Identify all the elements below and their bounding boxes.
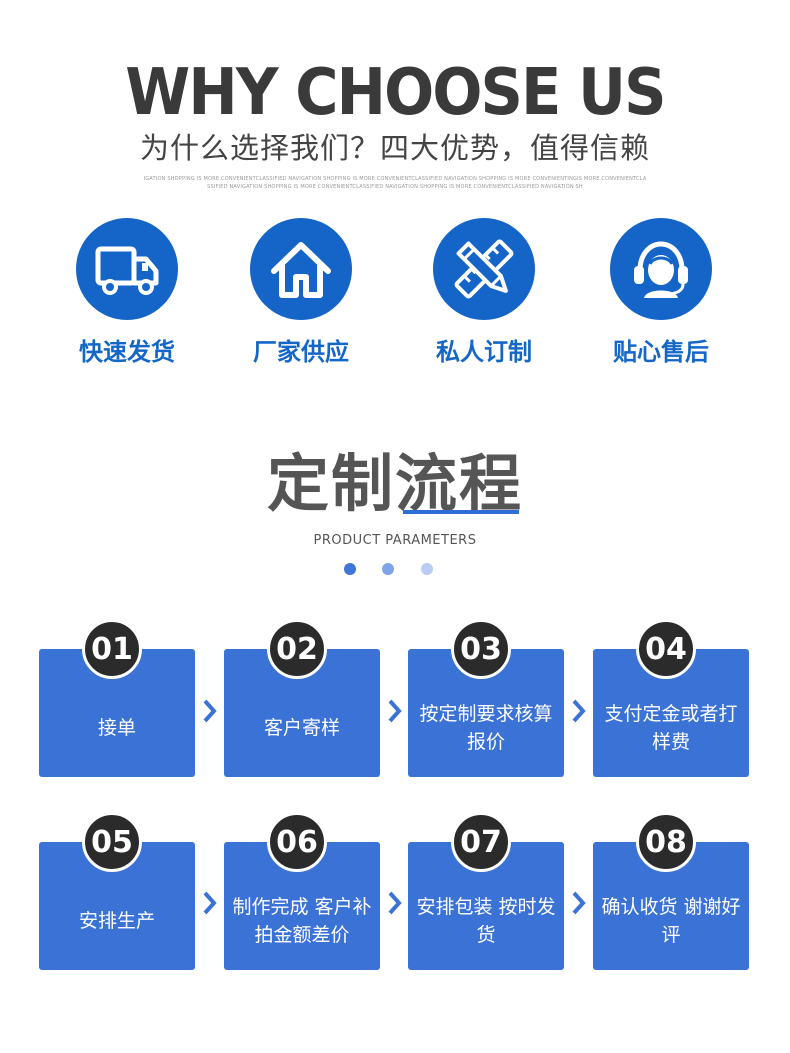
- advantage-custom-order: 私人订制: [424, 218, 544, 368]
- pencil-ruler-icon: [433, 218, 535, 320]
- step-text: 接单: [97, 717, 136, 739]
- chevron-right-icon: [388, 891, 402, 915]
- step-text: 确认收货 谢谢好评: [601, 896, 741, 946]
- step-number: 01: [82, 619, 142, 679]
- step-text: 客户寄样: [263, 717, 340, 739]
- step-text: 按定制要求核算报价: [419, 703, 553, 753]
- step-text: 安排生产: [78, 910, 155, 932]
- step-text: 制作完成 客户补拍金额差价: [232, 896, 372, 946]
- why-choose-us-subtitle: 为什么选择我们？四大优势，值得信赖: [139, 131, 650, 165]
- step-number: 06: [267, 812, 327, 872]
- chevron-right-icon: [203, 699, 217, 723]
- truck-icon: [76, 218, 178, 320]
- step-number: 05: [82, 812, 142, 872]
- step-text: 支付定金或者打样费: [604, 703, 738, 753]
- process-title: 定制流程: [266, 447, 523, 520]
- chevron-right-icon: [572, 891, 586, 915]
- advantage-factory-supply: 厂家供应: [241, 218, 361, 368]
- advantage-label: 快速发货: [79, 338, 175, 366]
- chevron-right-icon: [388, 699, 402, 723]
- indicator-dot-3: [421, 563, 433, 575]
- step-text: 安排包装 按时发货: [416, 896, 556, 946]
- process-step-3: 按定制要求核算报价: [408, 649, 564, 777]
- step-number: 04: [636, 619, 696, 679]
- step-number: 07: [451, 812, 511, 872]
- advantage-fast-delivery: 快速发货: [67, 218, 187, 368]
- indicator-dot-2: [382, 563, 394, 575]
- step-number: 08: [636, 812, 696, 872]
- process-step-6: 制作完成 客户补拍金额差价: [224, 842, 380, 970]
- chevron-right-icon: [203, 891, 217, 915]
- decorative-text-line-1: IGATION SHOPPING IS MORE CONVENIENTCLASS…: [143, 176, 647, 182]
- why-choose-us-title: WHY CHOOSE US: [125, 56, 666, 130]
- step-number: 02: [267, 619, 327, 679]
- advantage-label: 私人订制: [436, 338, 532, 366]
- chevron-right-icon: [572, 699, 586, 723]
- headset-icon: [610, 218, 712, 320]
- title-underline: [403, 510, 519, 514]
- house-icon: [250, 218, 352, 320]
- advantage-label: 贴心售后: [613, 338, 709, 366]
- indicator-dot-1: [344, 563, 356, 575]
- advantage-label: 厂家供应: [253, 338, 349, 366]
- advantage-after-sales: 贴心售后: [601, 218, 721, 368]
- step-number: 03: [451, 619, 511, 679]
- process-subtitle: PRODUCT PARAMETERS: [313, 533, 477, 548]
- decorative-text-line-2: SSIFIED NAVIGATION SHOPPING IS MORE CONV…: [207, 184, 583, 190]
